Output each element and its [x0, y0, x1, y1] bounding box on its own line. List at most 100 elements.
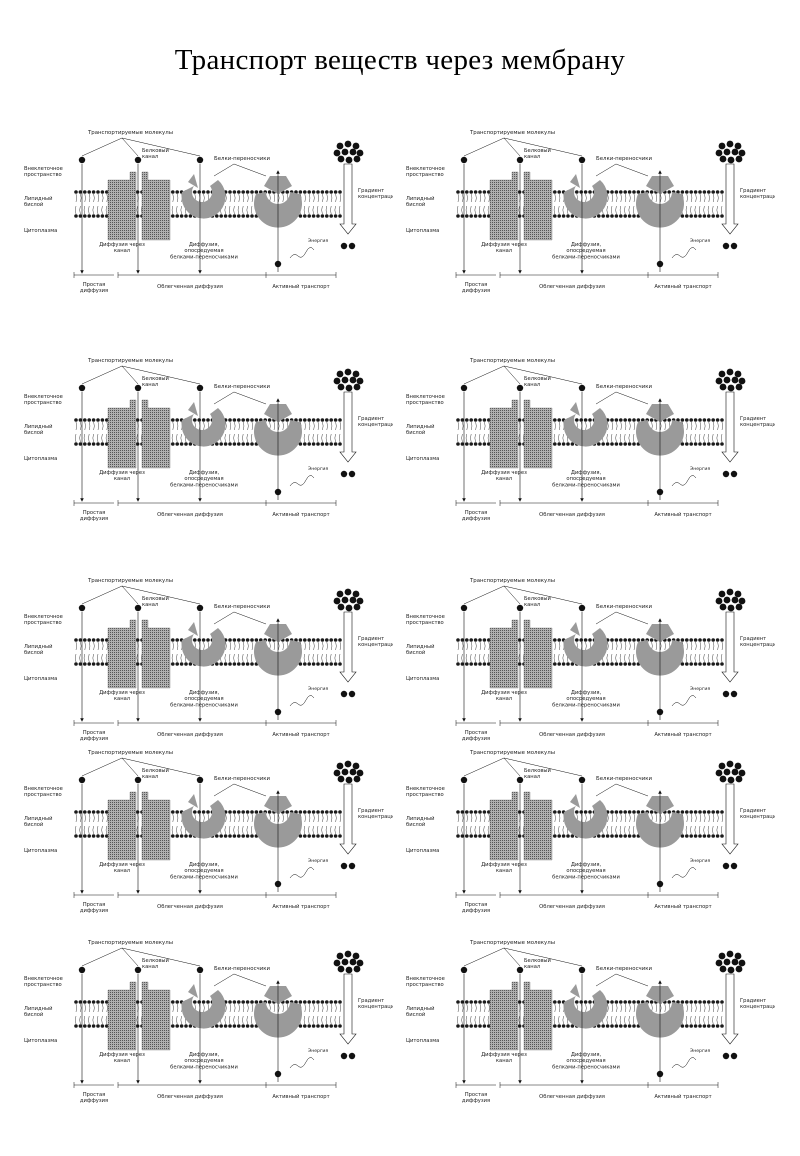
- lipid-head: [623, 638, 627, 642]
- lipid-head: [285, 190, 290, 194]
- lipid-head: [311, 190, 316, 194]
- molecule-dot: [196, 966, 204, 974]
- carrier-notch: [188, 402, 198, 416]
- lipid-tail: [308, 641, 311, 663]
- molecule-dot: [727, 776, 735, 784]
- lipid-tail: [685, 193, 688, 215]
- lipid-head: [250, 190, 254, 194]
- lipid-head: [228, 418, 232, 422]
- lipid-tail: [611, 421, 613, 443]
- label-carrier-proteins: Белки-переносчики: [214, 776, 270, 782]
- lipid-head: [605, 442, 610, 446]
- lipid-head: [237, 638, 241, 642]
- concentration-cluster: [333, 368, 364, 392]
- lipid-head: [311, 810, 316, 814]
- lipid-head: [623, 418, 627, 422]
- lipid-head: [254, 190, 259, 194]
- lipid-tail: [619, 813, 622, 835]
- label-transported-molecules: Транспортируемые молекулы: [469, 940, 555, 946]
- lipid-head: [96, 638, 100, 642]
- category-brackets: [455, 1082, 719, 1088]
- label-facilitated-diffusion: Облегченная диффузия: [539, 1094, 605, 1100]
- lipid-tail: [339, 641, 341, 663]
- fan-line: [121, 947, 139, 967]
- lipid-head: [465, 418, 469, 422]
- molecule-dot: [726, 588, 734, 596]
- lipid-tail: [619, 1003, 622, 1025]
- energy-squiggle: [289, 475, 315, 487]
- lipid-head: [478, 638, 482, 642]
- molecule-dot: [734, 142, 742, 150]
- molecule-dot: [734, 370, 742, 378]
- lipid-head: [715, 1000, 720, 1004]
- lipid-head: [478, 214, 482, 218]
- molecule-dot: [460, 776, 468, 784]
- lipid-tail: [474, 641, 477, 663]
- fan-line: [213, 391, 235, 405]
- molecule-dot: [726, 140, 734, 148]
- molecule-dot: [336, 370, 344, 378]
- lipid-head: [188, 834, 193, 838]
- lipid-head: [561, 834, 566, 838]
- lipid-tail: [690, 641, 693, 663]
- lipid-head: [91, 442, 96, 446]
- lipid-head: [197, 190, 201, 194]
- lipid-head: [632, 834, 636, 838]
- lipid-head: [325, 442, 329, 446]
- lipid-tail: [707, 421, 710, 443]
- lipid-head: [465, 662, 469, 666]
- lipid-head: [333, 810, 338, 814]
- label-carrier-proteins: Белки-переносчики: [214, 384, 270, 390]
- lipid-head: [632, 442, 636, 446]
- molecule-dot: [738, 769, 746, 777]
- lipid-head: [303, 190, 307, 194]
- molecule-dot: [578, 604, 586, 612]
- molecule-dot: [196, 604, 204, 612]
- lipid-head: [307, 190, 312, 194]
- lipid-tail: [92, 1003, 95, 1025]
- label-transported-molecules: Транспортируемые молекулы: [469, 750, 555, 756]
- lipid-tail: [229, 421, 231, 443]
- lipid-head: [197, 810, 201, 814]
- molecule-dot: [726, 950, 734, 958]
- fan-line: [81, 585, 123, 605]
- lipid-tail: [703, 193, 706, 215]
- lipid-head: [557, 810, 561, 814]
- molecule-dot: [337, 383, 345, 391]
- label-cytoplasm: Цитоплазма: [406, 1038, 439, 1044]
- lipid-tail: [606, 813, 609, 835]
- molecule-dot: [738, 959, 746, 967]
- molecule-dot: [78, 384, 86, 392]
- lipid-head: [294, 190, 298, 194]
- protein-channel: [107, 981, 171, 1051]
- lipid-head: [87, 1024, 91, 1028]
- lipid-head: [517, 1024, 522, 1028]
- lipid-head: [627, 1024, 632, 1028]
- lipid-tail: [694, 1003, 697, 1025]
- lipid-head: [566, 662, 570, 666]
- molecule-dot: [353, 155, 361, 163]
- lipid-tail: [303, 641, 306, 663]
- lipid-head: [83, 662, 87, 666]
- lipid-head: [223, 1024, 228, 1028]
- lipid-head: [469, 834, 473, 838]
- lipid-head: [627, 214, 632, 218]
- molecule-dot: [356, 959, 364, 967]
- lipid-head: [627, 190, 632, 194]
- label-gradient: Градиентконцентрации: [740, 998, 775, 1010]
- lipid-head: [597, 1024, 601, 1028]
- lipid-tail: [334, 641, 337, 663]
- lipid-head: [105, 834, 109, 838]
- label-cytoplasm: Цитоплазма: [24, 676, 57, 682]
- channel-half-left: [489, 399, 519, 469]
- lipid-tail: [712, 1003, 715, 1025]
- lipid-head: [698, 1000, 702, 1004]
- label-facilitated-diffusion: Облегченная диффузия: [539, 904, 605, 910]
- channel-half-left: [489, 791, 519, 861]
